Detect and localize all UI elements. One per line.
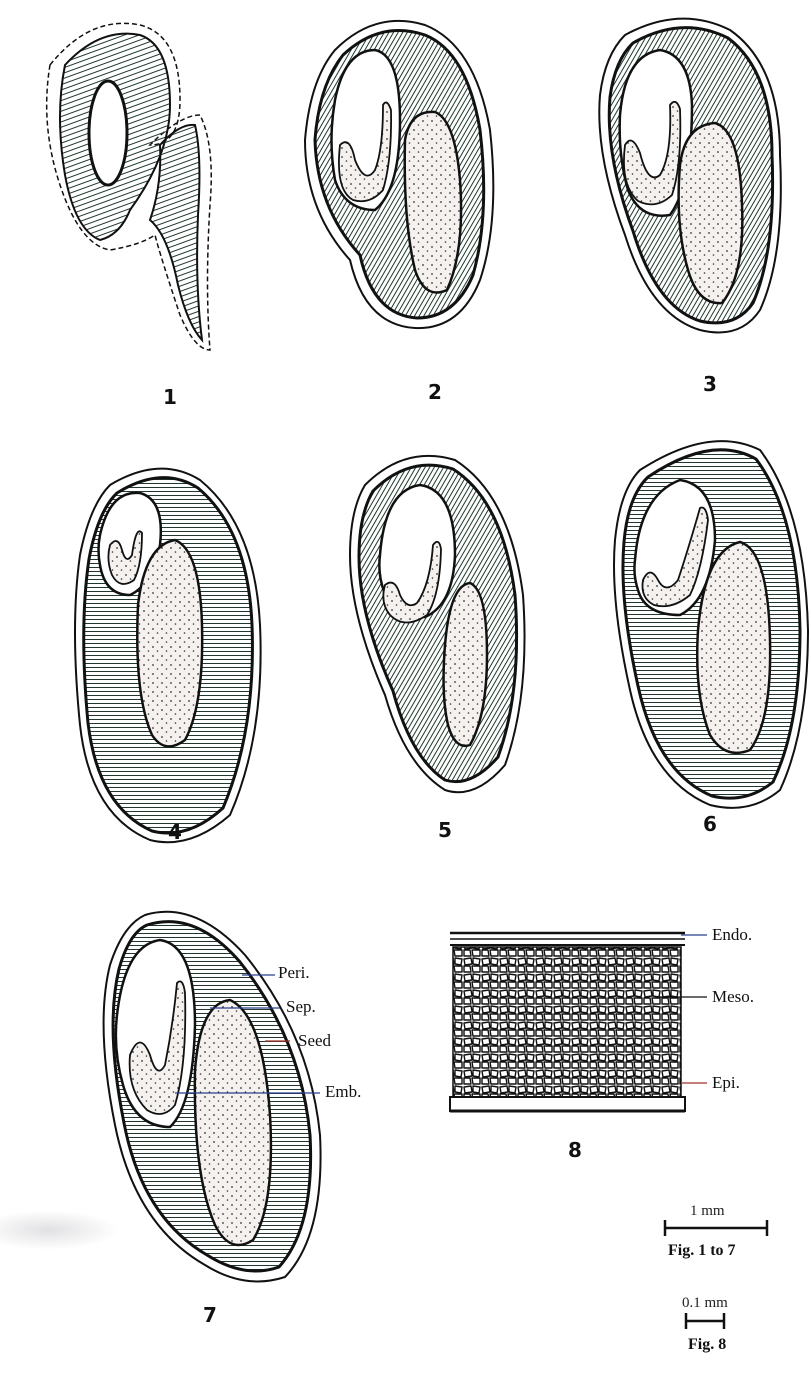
figure-8-number: 8 xyxy=(555,1138,595,1162)
figure-5-drawing xyxy=(345,445,530,795)
label-sep: Sep. xyxy=(286,997,316,1017)
figure-6-number: 6 xyxy=(690,812,730,836)
figure-3-number: 3 xyxy=(690,372,730,396)
label-endo: Endo. xyxy=(712,925,752,945)
figure-1-number: 1 xyxy=(150,385,190,409)
fig2-seed xyxy=(405,112,461,293)
mesocarp-tissue xyxy=(453,947,681,1097)
figure-1-drawing xyxy=(30,5,230,365)
fig4-seed xyxy=(137,540,202,746)
scale-bar-small-value: 0.1 mm xyxy=(682,1295,728,1312)
figure-6-drawing xyxy=(610,430,810,810)
scale-bar-large xyxy=(662,1218,770,1238)
figure-2-drawing xyxy=(295,10,505,340)
figure-4-number: 4 xyxy=(155,820,195,844)
scale-bar-small xyxy=(683,1311,727,1331)
fig5-seed xyxy=(444,583,487,746)
figure-3-drawing xyxy=(590,5,800,340)
label-epi: Epi. xyxy=(712,1073,740,1093)
figure-7-drawing xyxy=(95,905,335,1285)
figure-4-drawing xyxy=(70,455,265,850)
label-peri: Peri. xyxy=(278,963,310,983)
figure-2-number: 2 xyxy=(415,380,455,404)
figure-5-number: 5 xyxy=(425,818,465,842)
fig1-locule xyxy=(89,81,127,185)
figure-8-drawing xyxy=(445,925,710,1125)
endocarp-layer xyxy=(450,933,685,945)
scale-bar-small-caption: Fig. 8 xyxy=(688,1336,726,1354)
label-seed: Seed xyxy=(298,1031,331,1051)
figure-7-number: 7 xyxy=(190,1303,230,1327)
scale-bar-large-caption: Fig. 1 to 7 xyxy=(668,1242,736,1260)
label-meso: Meso. xyxy=(712,987,754,1007)
epicarp-layer xyxy=(450,1097,685,1111)
label-emb: Emb. xyxy=(325,1082,361,1102)
